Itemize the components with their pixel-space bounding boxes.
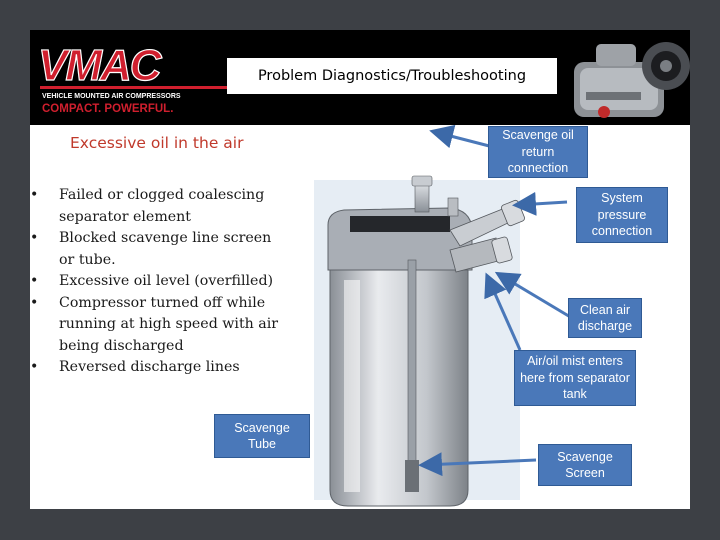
logo-tagline: VEHICLE MOUNTED AIR COMPRESSORS bbox=[42, 93, 181, 100]
callout-scavenge-screen: Scavenge Screen bbox=[538, 444, 632, 486]
page-title: Problem Diagnostics/Troubleshooting bbox=[227, 58, 557, 94]
callout-air-oil-mist: Air/oil mist enters here from separator … bbox=[514, 350, 636, 406]
page-title-text: Problem Diagnostics/Troubleshooting bbox=[257, 68, 527, 84]
list-item: Failed or clogged coalescing separator e… bbox=[30, 185, 290, 228]
callout-scavenge-oil-return: Scavenge oil return connection bbox=[488, 126, 588, 178]
problem-subtitle: Excessive oil in the air bbox=[70, 134, 244, 152]
list-item: Compressor turned off while running at h… bbox=[30, 293, 290, 358]
compressor-image bbox=[574, 42, 690, 118]
separator-tank-diagram bbox=[314, 175, 525, 507]
vmac-logo: VMAC VEHICLE MOUNTED AIR COMPRESSORS COM… bbox=[37, 40, 230, 115]
logo-wordmark: VMAC bbox=[38, 41, 163, 90]
slide: VMAC VEHICLE MOUNTED AIR COMPRESSORS COM… bbox=[30, 30, 690, 509]
callout-system-pressure: System pressure connection bbox=[576, 187, 668, 243]
cause-list: Failed or clogged coalescing separator e… bbox=[30, 185, 290, 379]
list-item: Blocked scavenge line screen or tube. bbox=[30, 228, 290, 271]
logo-slogan: COMPACT. POWERFUL. bbox=[42, 103, 173, 115]
list-item: Reversed discharge lines bbox=[30, 357, 290, 379]
callout-clean-air-discharge: Clean air discharge bbox=[568, 298, 642, 338]
header-banner: VMAC VEHICLE MOUNTED AIR COMPRESSORS COM… bbox=[30, 30, 690, 125]
list-item: Excessive oil level (overfilled) bbox=[30, 271, 290, 293]
callout-scavenge-tube: Scavenge Tube bbox=[214, 414, 310, 458]
